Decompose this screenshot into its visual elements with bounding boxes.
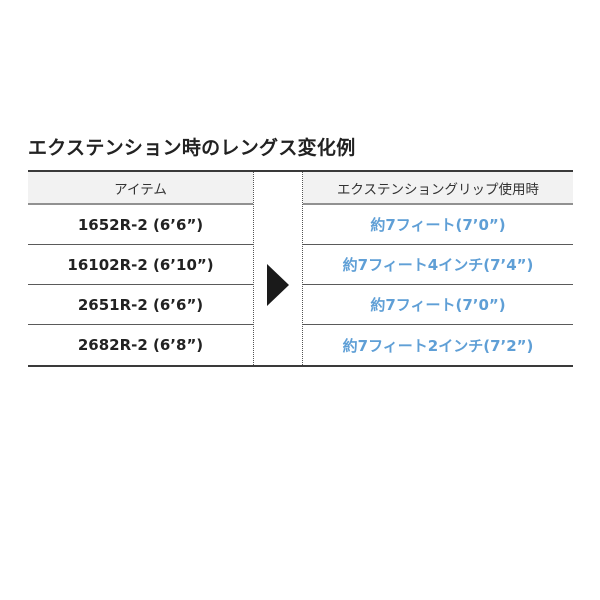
right-arrow-icon [267, 264, 289, 306]
item-column: アイテム 1652R-2 (6’6”) 16102R-2 (6’10”) 265… [28, 172, 254, 365]
extended-length-column: エクステンショングリップ使用時 約7フィート(7’0”) 約7フィート4インチ(… [302, 172, 573, 365]
table-row-item: 16102R-2 (6’10”) [28, 245, 253, 285]
extended-length-column-header: エクステンショングリップ使用時 [303, 172, 573, 205]
arrow-column [254, 172, 302, 365]
table-row-extended-length: 約7フィート2インチ(7’2”) [342, 336, 534, 355]
table-row-extended-length: 約7フィート(7’0”) [303, 285, 573, 325]
table-row-item: 2682R-2 (6’8”) [77, 336, 204, 354]
item-column-header: アイテム [28, 172, 253, 205]
page-title: エクステンション時のレングス変化例 [28, 137, 356, 159]
table-row-item: 1652R-2 (6’6”) [28, 205, 253, 245]
table-row-item: 2651R-2 (6’6”) [28, 285, 253, 325]
length-change-table: アイテム 1652R-2 (6’6”) 16102R-2 (6’10”) 265… [28, 170, 573, 367]
table-row-extended-length: 約7フィート(7’0”) [303, 205, 573, 245]
table-row-extended-length: 約7フィート4インチ(7’4”) [303, 245, 573, 285]
